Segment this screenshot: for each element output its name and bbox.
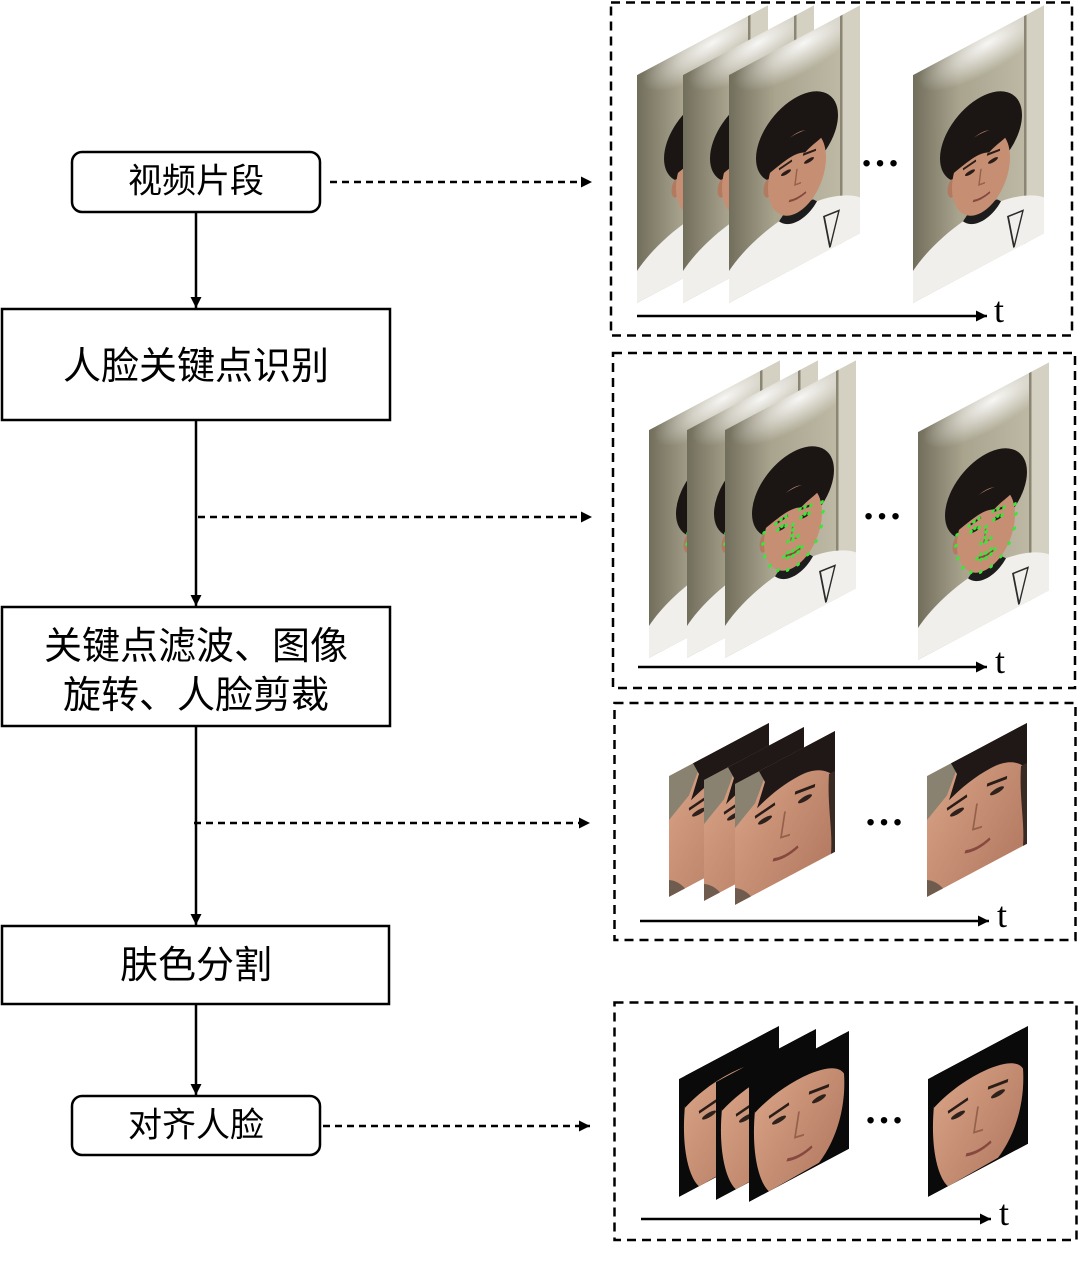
aligned-face-frame — [928, 1026, 1028, 1197]
flowchart: 视频片段 人脸关键点识别 关键点滤波、图像 旋转、人脸剪裁 肤色分割 对齐人脸 — [0, 150, 392, 1157]
landmark-detection-label: 人脸关键点识别 — [63, 346, 329, 388]
panel-video-frames: … t — [609, 0, 1074, 337]
video-frame — [913, 0, 1058, 303]
panel-border — [613, 1001, 1078, 1242]
landmark-frame — [918, 333, 1063, 660]
aligned-face-label: 对齐人脸 — [128, 1107, 264, 1145]
ellipsis: … — [864, 1087, 904, 1132]
time-axis-label: t — [994, 290, 1004, 330]
time-axis-label: t — [997, 895, 1007, 935]
skin-segmentation-box — [0, 924, 391, 1006]
ellipsis: … — [864, 789, 904, 834]
ellipsis: … — [862, 483, 902, 528]
skin-segmentation-label: 肤色分割 — [120, 945, 272, 987]
panel-landmark-frames: … t — [611, 331, 1077, 690]
panel-border — [613, 701, 1077, 942]
time-axis-label: t — [995, 641, 1005, 681]
aligned-face-box — [70, 1094, 322, 1157]
time-axis-label: t — [999, 1193, 1009, 1233]
video-clip-label: 视频片段 — [128, 163, 264, 201]
panel-aligned-faces: … t — [613, 1001, 1078, 1242]
panel-border — [609, 1, 1074, 337]
panel-cropped-faces: … t — [613, 701, 1077, 942]
panel-border — [611, 351, 1077, 690]
ellipsis: … — [860, 130, 900, 175]
cropped-face-frame — [927, 723, 1027, 897]
filter-rotate-crop-label-line1: 关键点滤波、图像 — [44, 626, 348, 668]
landmark-detection-box — [0, 307, 392, 422]
filter-rotate-crop-label-line2: 旋转、人脸剪裁 — [63, 675, 329, 717]
